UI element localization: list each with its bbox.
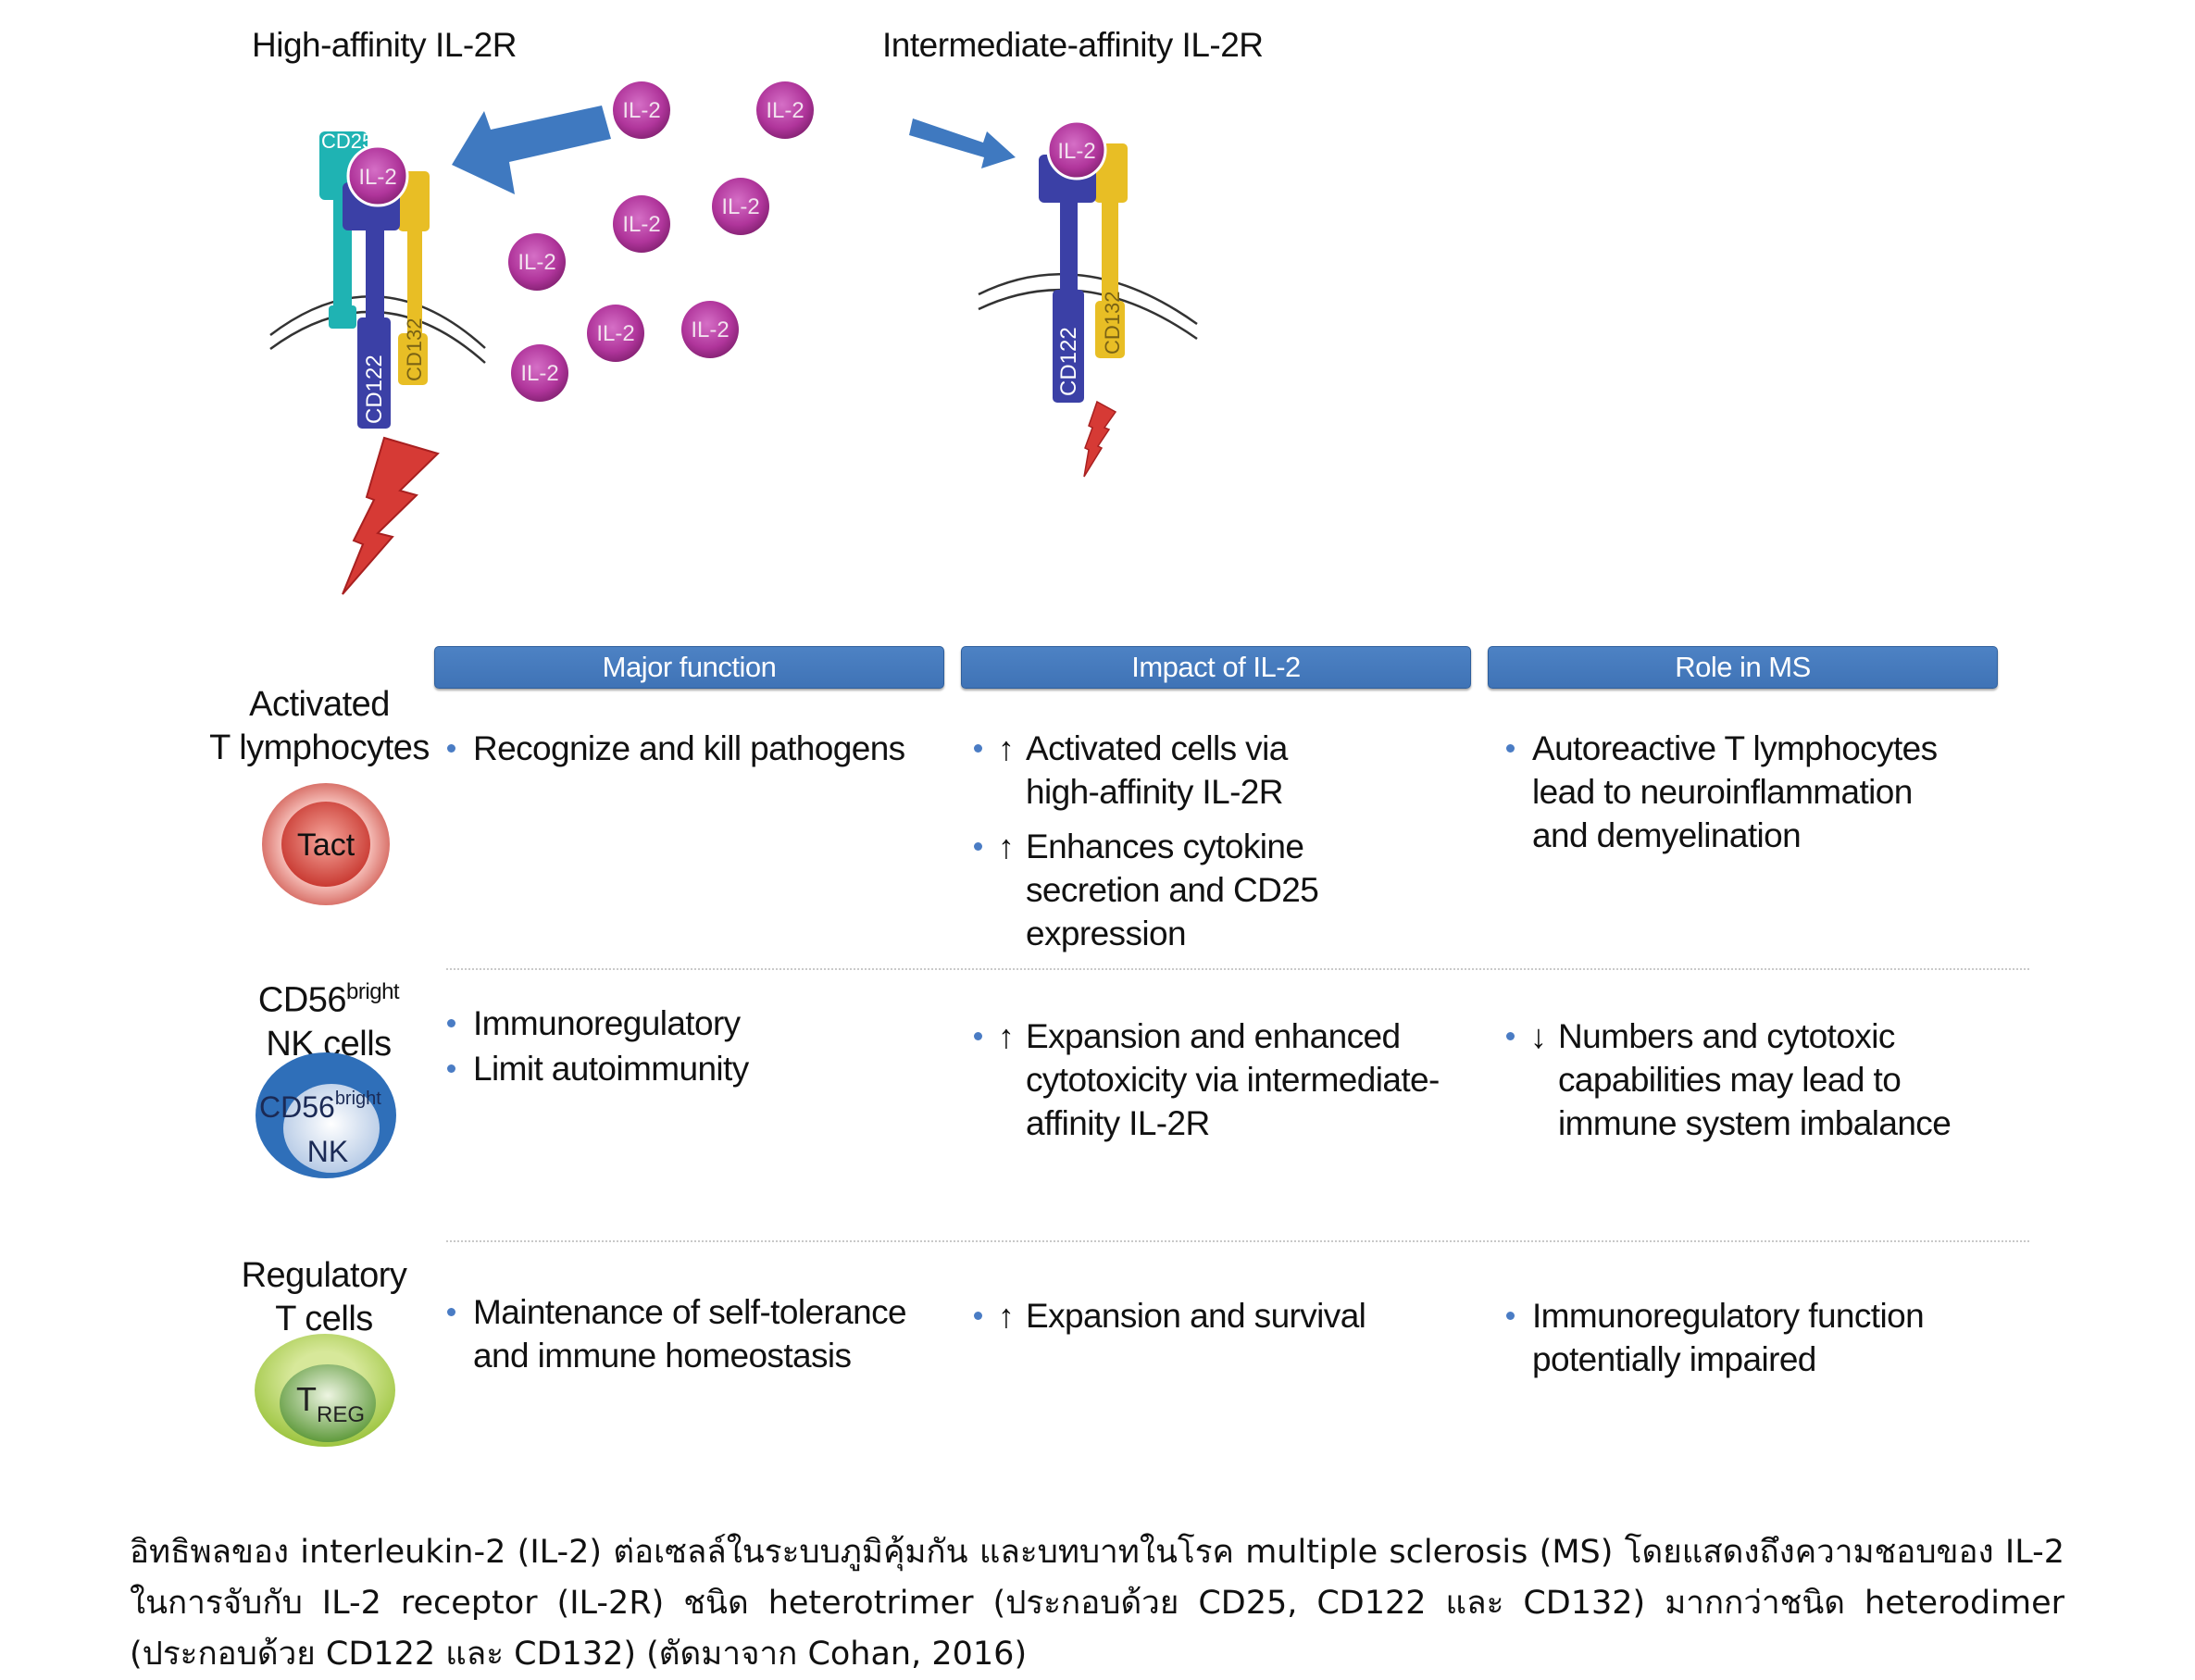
svg-text:IL-2: IL-2	[622, 212, 660, 237]
header-major-function: Major function	[434, 646, 944, 689]
tact-cell-icon: Tact	[262, 783, 390, 905]
high-affinity-title: High-affinity IL-2R	[252, 26, 517, 64]
bullet-icon	[1506, 1312, 1515, 1320]
svg-text:NK: NK	[307, 1135, 348, 1168]
cd122-subunit: CD122	[1039, 155, 1096, 403]
free-il2-molecule: IL-2	[712, 178, 769, 235]
list-item: ↑Enhances cytokine secretion and CD25 ex…	[974, 825, 1474, 955]
svg-text:IL-2: IL-2	[721, 194, 759, 219]
arrow-to-intermediate-icon	[909, 118, 1016, 168]
svg-text:IL-2: IL-2	[622, 98, 660, 123]
list-item: Immunoregulatory function potentially im…	[1506, 1294, 1988, 1381]
cell-role-row2: ↓Numbers and cytotoxic capabilities may …	[1506, 1014, 2025, 1156]
list-item: Maintenance of self-tolerance and immune…	[447, 1290, 966, 1377]
list-item: ↑Activated cells via high-affinity IL-2R	[974, 727, 1474, 814]
bullet-icon	[974, 744, 982, 753]
list-item: ↑Expansion and survival	[974, 1294, 1474, 1338]
arrow-to-high-affinity-icon	[452, 106, 611, 194]
list-item: Autoreactive T lymphocytes lead to neuro…	[1506, 727, 1988, 857]
cd122-label: CD122	[362, 355, 387, 424]
svg-text:IL-2: IL-2	[1057, 139, 1095, 164]
svg-text:IL-2: IL-2	[596, 321, 634, 346]
svg-text:IL-2: IL-2	[691, 317, 729, 342]
cell-membrane	[978, 289, 1198, 341]
svg-text:CD56bright: CD56bright	[259, 1089, 381, 1124]
cd132-label: CD132	[403, 318, 426, 381]
row-label-line2: T lymphocytes	[209, 728, 430, 767]
bound-il2: IL-2	[1046, 119, 1107, 180]
cell-major-function-row1: Recognize and kill pathogens	[447, 727, 966, 781]
cd132-subunit: CD132	[398, 171, 430, 385]
bullet-icon	[1506, 1032, 1515, 1040]
intermediate-affinity-title: Intermediate-affinity IL-2R	[882, 26, 1264, 64]
bullet-icon	[447, 1019, 455, 1027]
down-arrow-icon: ↓	[1530, 1017, 1547, 1055]
cell-role-row3: Immunoregulatory function potentially im…	[1506, 1294, 1988, 1392]
cell-impact-row1: ↑Activated cells via high-affinity IL-2R…	[974, 727, 1474, 966]
bound-il2: IL-2	[346, 144, 409, 207]
il2-figure: High-affinity IL-2R Intermediate-affinit…	[190, 26, 2029, 1447]
receptor-illustration: CD25 CD132 CD122 IL-2	[269, 81, 1198, 595]
list-item: Limit autoimmunity	[447, 1047, 966, 1090]
cell-impact-row3: ↑Expansion and survival	[974, 1294, 1474, 1349]
free-il2-molecule: IL-2	[756, 81, 814, 139]
svg-text:IL-2: IL-2	[766, 98, 804, 123]
row-label-line1: Activated	[249, 685, 390, 724]
list-item: Recognize and kill pathogens	[447, 727, 966, 770]
list-item: Immunoregulatory	[447, 1002, 966, 1045]
figure-caption: อิทธิพลของ interleukin-2 (IL-2) ต่อเซลล์…	[130, 1534, 2064, 1673]
free-il2-molecule: IL-2	[613, 81, 670, 139]
cd122-label: CD122	[1056, 327, 1081, 396]
free-il2-molecule: IL-2	[613, 195, 670, 253]
row-label-activated-t: Activated T lymphocytes	[190, 683, 449, 770]
bullet-icon	[974, 1032, 982, 1040]
high-affinity-receptor: CD25 CD132 CD122 IL-2	[269, 130, 486, 595]
bullet-icon	[974, 842, 982, 851]
up-arrow-icon: ↑	[998, 828, 1015, 865]
nk-cell-icon: CD56bright NK	[256, 1052, 396, 1178]
bullet-icon	[1506, 744, 1515, 753]
header-impact-of-il2: Impact of IL-2	[961, 646, 1471, 689]
cell-role-row1: Autoreactive T lymphocytes lead to neuro…	[1506, 727, 1988, 868]
cell-impact-row2: ↑Expansion and enhanced cytotoxicity via…	[974, 1014, 1474, 1156]
list-item: ↓Numbers and cytotoxic capabilities may …	[1506, 1014, 2025, 1145]
signal-bolt-icon	[342, 436, 440, 595]
row-label-line1: Regulatory	[241, 1256, 407, 1295]
row-label-line1: CD56	[257, 980, 347, 1020]
bullet-icon	[447, 1308, 455, 1316]
free-il2-molecule: IL-2	[511, 344, 568, 402]
svg-text:IL-2: IL-2	[520, 361, 558, 386]
row-divider	[446, 968, 2029, 970]
treg-cell-icon: TREG	[255, 1334, 395, 1447]
cell-membrane	[978, 273, 1198, 326]
cd132-subunit: CD132	[1094, 143, 1128, 358]
cd25-subunit: CD25	[319, 130, 373, 329]
cd132-label: CD132	[1101, 292, 1124, 355]
bullet-icon	[447, 744, 455, 753]
row-label-treg: Regulatory T cells	[194, 1254, 454, 1341]
intermediate-affinity-receptor: CD132 CD122 IL-2	[978, 119, 1198, 478]
svg-text:TREG: TREG	[296, 1380, 365, 1427]
up-arrow-icon: ↑	[998, 1297, 1015, 1335]
up-arrow-icon: ↑	[998, 1017, 1015, 1055]
svg-text:Tact: Tact	[297, 828, 355, 863]
svg-text:IL-2: IL-2	[518, 250, 555, 275]
free-il2-molecule: IL-2	[681, 301, 739, 358]
bullet-icon	[974, 1312, 982, 1320]
row-label-sup: bright	[346, 979, 400, 1004]
list-item: ↑Expansion and enhanced cytotoxicity via…	[974, 1014, 1474, 1145]
row-label-line2: T cells	[275, 1300, 373, 1338]
cell-major-function-row3: Maintenance of self-tolerance and immune…	[447, 1290, 966, 1388]
cell-major-function-row2: Immunoregulatory Limit autoimmunity	[447, 1002, 966, 1101]
up-arrow-icon: ↑	[998, 729, 1015, 767]
bullet-icon	[447, 1064, 455, 1073]
free-il2-molecule: IL-2	[587, 305, 644, 362]
row-divider	[446, 1240, 2029, 1242]
svg-text:IL-2: IL-2	[358, 165, 396, 190]
signal-bolt-icon	[1083, 400, 1117, 478]
header-role-in-ms: Role in MS	[1488, 646, 1998, 689]
free-il2-molecule: IL-2	[508, 233, 566, 291]
